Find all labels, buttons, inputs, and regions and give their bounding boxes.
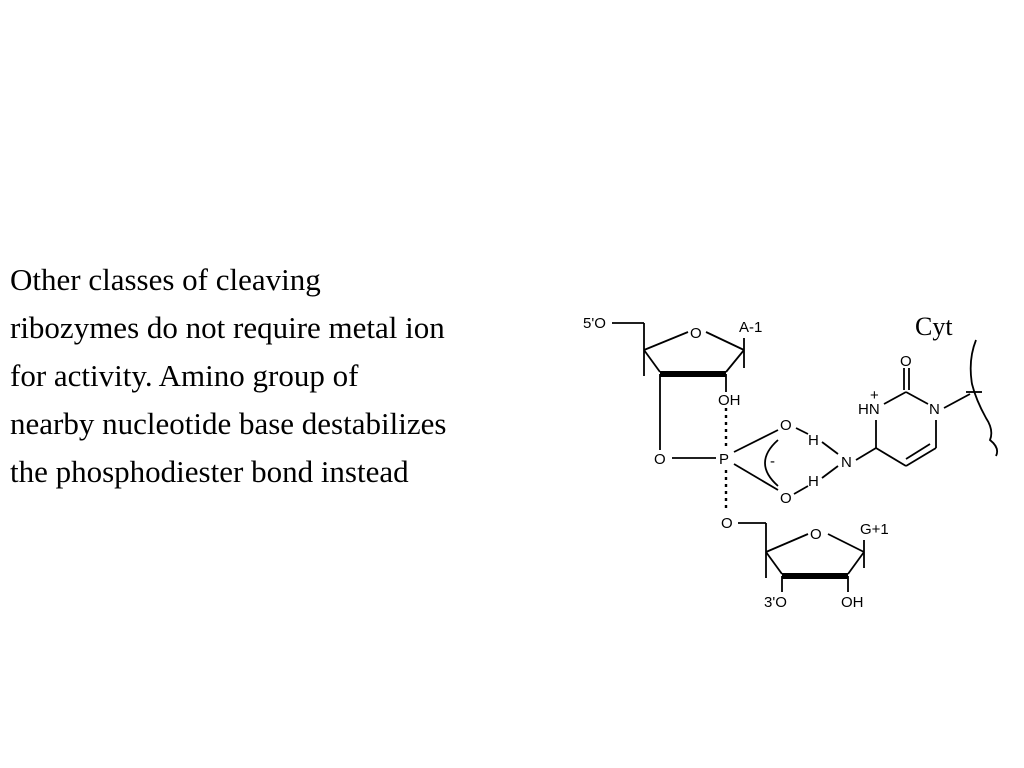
text-line: for activity. Amino group of bbox=[10, 358, 359, 393]
text-line: the phosphodiester bond instead bbox=[10, 454, 409, 489]
text-line: nearby nucleotide base destabilizes bbox=[10, 406, 447, 441]
label-plus: + bbox=[870, 387, 879, 404]
upper-sugar bbox=[612, 322, 745, 450]
text-line: ribozymes do not require metal ion bbox=[10, 310, 445, 345]
label-o-bridge: O bbox=[721, 515, 733, 532]
cytosine-ring bbox=[855, 339, 999, 467]
phosphate-center bbox=[672, 408, 839, 512]
label-p: P bbox=[719, 451, 729, 468]
label-o-upper: O bbox=[780, 417, 792, 434]
label-g-plus-1: G+1 bbox=[860, 521, 889, 538]
label-hn: HN bbox=[858, 401, 880, 418]
label-n-amino: N bbox=[841, 454, 852, 471]
label-n-ring: N bbox=[929, 401, 940, 418]
label-ring-o-top: O bbox=[690, 325, 702, 342]
label-carbonyl-o: O bbox=[900, 353, 912, 370]
label-cyt: Cyt bbox=[915, 312, 953, 341]
label-o-left: O bbox=[654, 451, 666, 468]
label-5prime-o: 5'O bbox=[583, 315, 606, 332]
text-line: Other classes of cleaving bbox=[10, 262, 321, 297]
label-h-lower: H bbox=[808, 473, 819, 490]
label-a-minus-1: A-1 bbox=[739, 319, 762, 336]
label-ring-o-bottom: O bbox=[810, 526, 822, 543]
lower-sugar bbox=[738, 522, 865, 592]
label-h-upper: H bbox=[808, 432, 819, 449]
label-oh-top: OH bbox=[718, 392, 741, 409]
label-minus: - bbox=[770, 453, 775, 470]
slide-text: Other classes of cleaving ribozymes do n… bbox=[10, 256, 575, 496]
label-oh-bottom: OH bbox=[841, 594, 864, 611]
label-o-lower: O bbox=[780, 490, 792, 507]
label-3prime-o: 3'O bbox=[764, 594, 787, 611]
